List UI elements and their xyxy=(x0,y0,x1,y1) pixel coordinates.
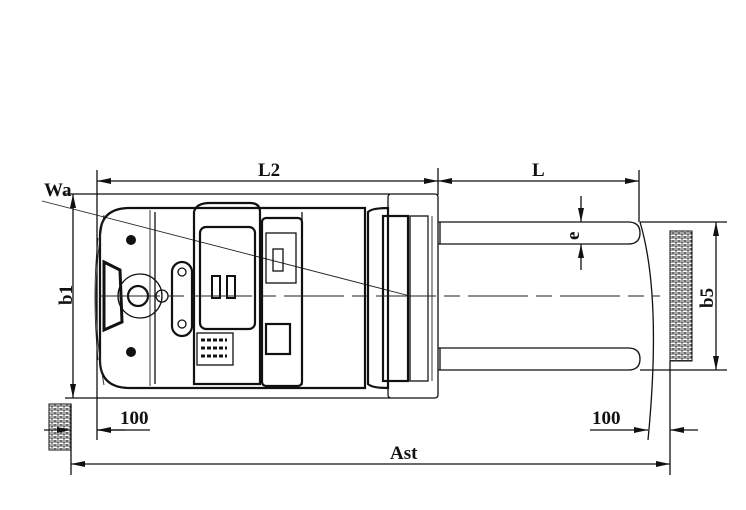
dimension-clearance-left: 100 xyxy=(44,408,150,433)
tiller xyxy=(102,259,194,338)
label-L: L xyxy=(532,160,545,181)
label-b5: b5 xyxy=(697,288,718,308)
label-Wa: Wa xyxy=(44,180,72,201)
pallet-left xyxy=(48,403,72,451)
label-clearance-left: 100 xyxy=(120,408,149,429)
label-Ast: Ast xyxy=(390,443,418,464)
dimension-Ast: Ast xyxy=(71,443,670,467)
label-b1: b1 xyxy=(56,285,77,305)
dimension-clearance-right: 100 xyxy=(590,408,698,433)
dimension-b1: b1 xyxy=(56,193,390,399)
dimension-e: e xyxy=(563,196,584,270)
label-clearance-right: 100 xyxy=(592,408,621,429)
label-e: e xyxy=(563,232,584,240)
truck-body xyxy=(94,193,439,399)
forks xyxy=(438,221,655,441)
label-L2: L2 xyxy=(258,160,280,181)
pallet-right xyxy=(669,230,693,362)
dimension-b5: b5 xyxy=(640,221,727,371)
dimension-L: L xyxy=(438,160,640,222)
